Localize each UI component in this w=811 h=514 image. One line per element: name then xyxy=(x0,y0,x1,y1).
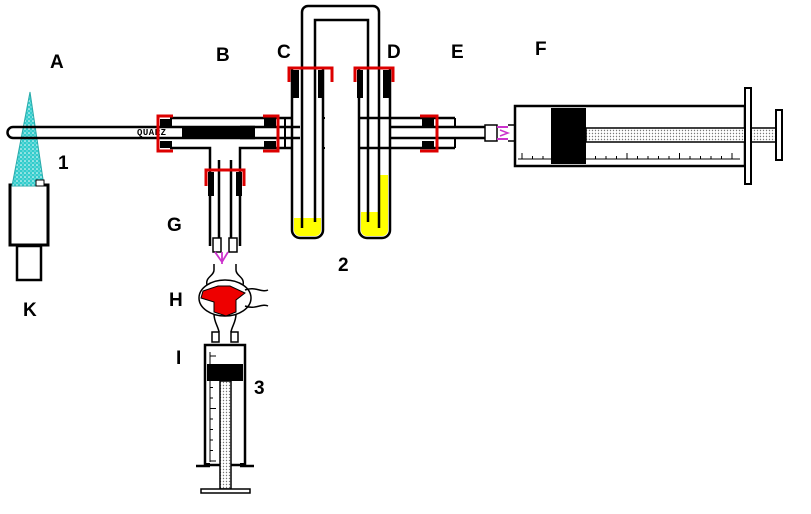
adapter-g xyxy=(212,237,238,270)
connector-d xyxy=(353,66,395,98)
syringe-3-scale xyxy=(210,355,216,462)
label-i: I xyxy=(176,348,181,369)
stopcock-h xyxy=(198,269,269,333)
label-3: 3 xyxy=(254,378,265,399)
label-d: D xyxy=(387,42,401,63)
label-h: H xyxy=(169,290,183,311)
label-a: A xyxy=(50,52,64,73)
label-k: K xyxy=(23,300,37,321)
outlet-e xyxy=(390,114,490,153)
u-trap xyxy=(285,4,405,240)
quarz-label: QUARZ xyxy=(137,128,167,138)
label-b: B xyxy=(216,45,230,66)
syringe-f-scale xyxy=(521,153,733,159)
quartz-tube xyxy=(6,125,255,140)
connector-left xyxy=(156,114,173,153)
burner xyxy=(8,183,50,282)
connector-right xyxy=(263,114,280,153)
label-e: E xyxy=(451,42,464,63)
label-2: 2 xyxy=(338,255,349,276)
label-1: 1 xyxy=(58,153,69,174)
syringe-3 xyxy=(196,331,254,494)
label-f: F xyxy=(535,39,547,60)
syringe-f xyxy=(484,87,783,185)
connector-c xyxy=(287,66,334,98)
label-c: C xyxy=(277,42,291,63)
label-g: G xyxy=(167,215,182,236)
connector-bottom xyxy=(204,168,246,196)
